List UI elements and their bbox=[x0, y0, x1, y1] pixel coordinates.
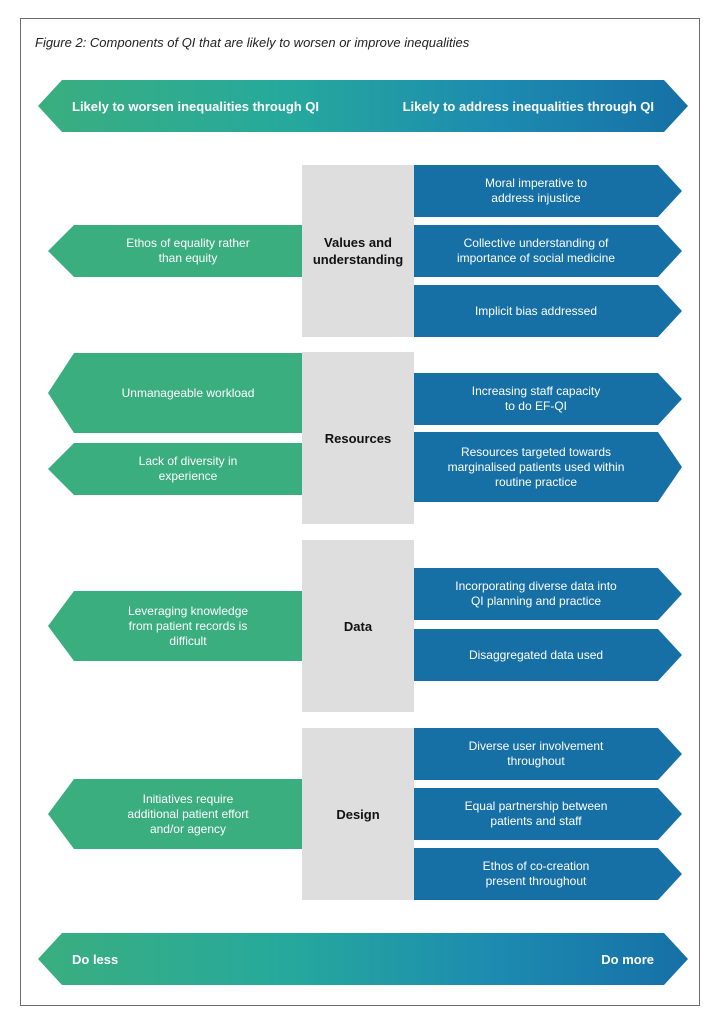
category-label: Design bbox=[336, 806, 380, 822]
address-item-label: Ethos of co-creation present throughout bbox=[482, 859, 590, 888]
worsen-item: Unmanageable workload bbox=[48, 353, 302, 433]
category-resources: Resources bbox=[302, 352, 414, 524]
worsen-label: Likely to worsen inequalities through QI bbox=[72, 98, 320, 114]
address-item: Incorporating diverse data into QI plann… bbox=[414, 568, 682, 620]
category-data: Data bbox=[302, 540, 414, 712]
address-item: Moral imperative to address injustice bbox=[414, 165, 682, 217]
figure-caption: Figure 2: Components of QI that are like… bbox=[35, 35, 470, 50]
address-item-label: Increasing staff capacity to do EF-QI bbox=[471, 384, 601, 413]
category-values-understanding: Values and understanding bbox=[302, 165, 414, 337]
worsen-item: Ethos of equality rather than equity bbox=[48, 225, 302, 277]
do-less-label: Do less bbox=[72, 951, 119, 967]
address-item: Ethos of co-creation present throughout bbox=[414, 848, 682, 900]
address-item: Disaggregated data used bbox=[414, 629, 682, 681]
address-item-label: Resources targeted towards marginalised … bbox=[447, 444, 625, 489]
category-label: Values and understanding bbox=[312, 235, 404, 267]
address-item: Increasing staff capacity to do EF-QI bbox=[414, 373, 682, 425]
worsen-item-label: Ethos of equality rather than equity bbox=[126, 236, 250, 265]
address-item-label: Implicit bias addressed bbox=[474, 303, 598, 318]
address-item-label: Disaggregated data used bbox=[468, 647, 604, 662]
address-item-label: Collective understanding of importance o… bbox=[456, 236, 616, 265]
address-item-label: Equal partnership between patients and s… bbox=[464, 799, 608, 828]
direction-arrow-bottom: Do less Do more bbox=[38, 933, 688, 985]
worsen-item: Leveraging knowledge from patient record… bbox=[48, 591, 302, 661]
worsen-item-label: Initiatives require additional patient e… bbox=[127, 791, 249, 836]
worsen-item-label: Lack of diversity in experience bbox=[138, 454, 238, 483]
category-label: Data bbox=[343, 618, 373, 634]
do-more-label: Do more bbox=[601, 951, 654, 967]
worsen-item: Initiatives require additional patient e… bbox=[48, 779, 302, 849]
address-item: Implicit bias addressed bbox=[414, 285, 682, 337]
direction-arrow-top: Likely to worsen inequalities through QI… bbox=[38, 80, 688, 132]
worsen-item: Lack of diversity in experience bbox=[48, 443, 302, 495]
address-item: Resources targeted towards marginalised … bbox=[414, 432, 682, 502]
category-label: Resources bbox=[324, 430, 392, 446]
address-label: Likely to address inequalities through Q… bbox=[402, 98, 654, 114]
address-item-label: Moral imperative to address injustice bbox=[484, 176, 588, 205]
address-item-label: Diverse user involvement throughout bbox=[468, 739, 604, 768]
address-item: Collective understanding of importance o… bbox=[414, 225, 682, 277]
address-item-label: Incorporating diverse data into QI plann… bbox=[455, 579, 617, 608]
worsen-item-label: Leveraging knowledge from patient record… bbox=[127, 603, 249, 648]
address-item: Diverse user involvement throughout bbox=[414, 728, 682, 780]
category-design: Design bbox=[302, 728, 414, 900]
worsen-item-label: Unmanageable workload bbox=[121, 385, 255, 400]
address-item: Equal partnership between patients and s… bbox=[414, 788, 682, 840]
